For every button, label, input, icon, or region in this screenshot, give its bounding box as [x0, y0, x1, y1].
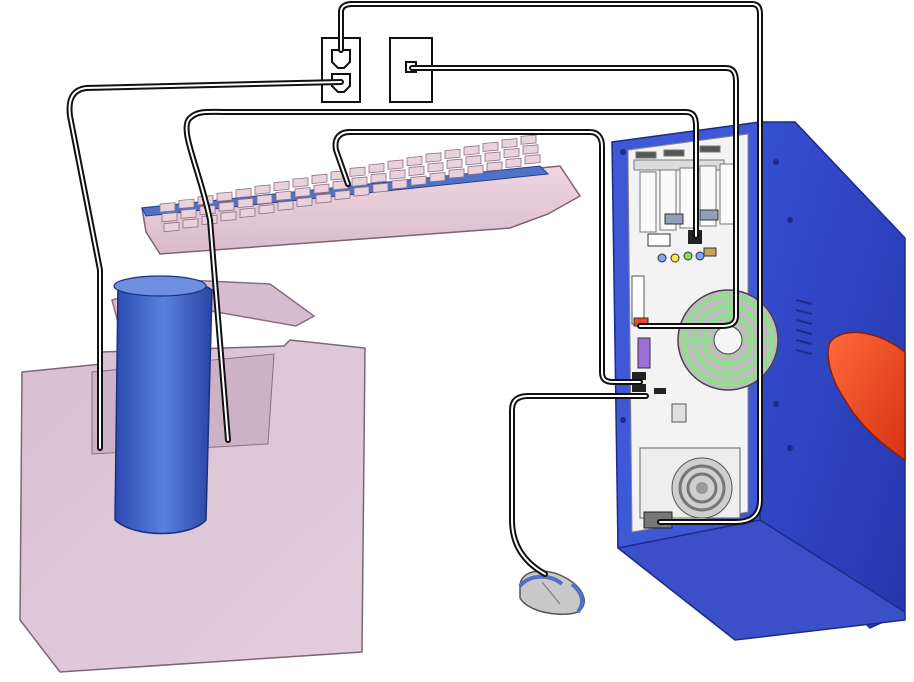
power-supply	[639, 447, 741, 529]
keyboard-key	[467, 164, 484, 176]
keyboard-keys	[159, 134, 541, 233]
side-vents	[795, 299, 813, 355]
keyboard-key	[334, 189, 351, 201]
keyboard-key	[353, 186, 370, 197]
keyboard-key	[216, 191, 233, 202]
keyboard-key	[482, 141, 499, 152]
keyboard-key	[503, 147, 520, 159]
keyboard-key	[505, 157, 522, 168]
keyboard-key	[273, 180, 290, 192]
keyboard-key	[465, 155, 482, 166]
keyboard	[141, 134, 582, 255]
keyboard-key	[406, 155, 423, 167]
monitor-stand-column	[114, 277, 213, 535]
keyboard-key	[444, 148, 461, 160]
keyboard-key	[520, 134, 537, 145]
cables	[66, 1, 763, 577]
keyboard-key	[237, 197, 254, 209]
keyboard-key	[425, 152, 442, 163]
keyboard-key	[427, 162, 444, 173]
keyboard-key	[163, 221, 180, 233]
keyboard-key	[254, 184, 271, 195]
keyboard-key	[501, 138, 518, 149]
keyboard-key	[311, 173, 328, 184]
power-outlet-icon	[331, 49, 351, 93]
keyboard-key	[389, 169, 406, 180]
keyboard-key	[159, 202, 176, 213]
keyboard-key	[161, 212, 178, 223]
keyboard-key	[446, 158, 463, 169]
keyboard-key	[387, 159, 404, 170]
keyboard-key	[178, 198, 195, 209]
monitor	[19, 275, 366, 673]
keyboard-key	[258, 204, 275, 215]
keyboard-key	[235, 188, 252, 199]
mouse-body	[519, 570, 585, 616]
keyboard-key	[315, 193, 332, 204]
keyboard-key	[484, 151, 501, 162]
keyboard-key	[277, 200, 294, 211]
keyboard-key	[410, 175, 427, 186]
keyboard-key	[296, 196, 313, 208]
keyboard-key	[463, 145, 480, 156]
keyboard-key	[239, 207, 256, 218]
tower-screws	[620, 149, 793, 451]
keyboard-key	[448, 168, 465, 179]
tower-handle	[827, 331, 906, 462]
keyboard-key	[372, 182, 389, 193]
keyboard-key	[182, 218, 199, 229]
keyboard-key	[486, 161, 503, 172]
keyboard-key	[220, 211, 237, 222]
keyboard-key	[524, 154, 541, 165]
keyboard-key	[370, 172, 387, 184]
keyboard-key	[351, 176, 368, 187]
keyboard-key	[294, 187, 311, 198]
keyboard-key	[218, 201, 235, 212]
mouse	[518, 570, 585, 616]
keyboard-key	[275, 190, 292, 201]
keyboard-key	[256, 194, 273, 205]
keyboard-key	[292, 177, 309, 188]
rear-fan	[677, 289, 779, 391]
keyboard-key	[349, 166, 366, 177]
keyboard-key	[180, 208, 197, 219]
keyboard-key	[313, 183, 330, 194]
keyboard-key	[429, 172, 446, 183]
keyboard-key	[408, 165, 425, 176]
workstation-tower	[611, 121, 906, 641]
keyboard-key	[368, 163, 385, 174]
keyboard-key	[391, 179, 408, 190]
keyboard-key	[522, 144, 539, 155]
